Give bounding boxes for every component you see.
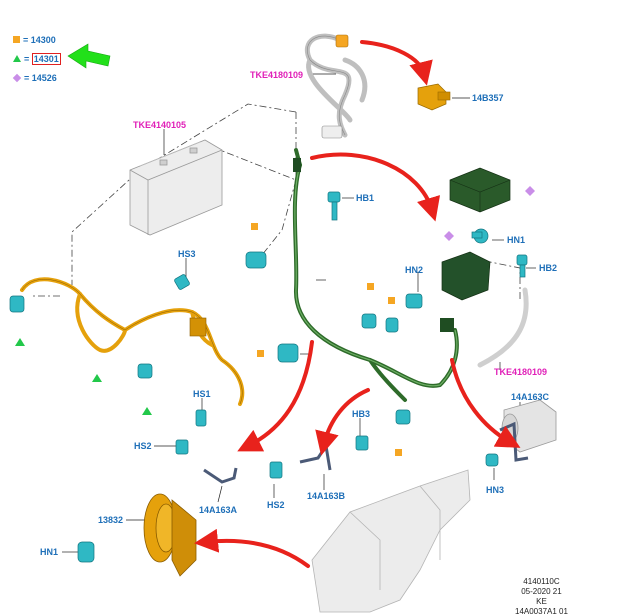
harness-tke4180109-right[interactable] — [477, 287, 529, 368]
bracket-14a163b[interactable] — [299, 442, 332, 471]
legend-row-14526[interactable]: = 14526 — [12, 68, 61, 87]
harness-tke4180109-top-outline — [307, 35, 350, 139]
mount-bracket[interactable] — [441, 251, 491, 301]
marker-14301-b[interactable] — [92, 374, 102, 382]
label-hn1-right[interactable]: HN1 — [507, 235, 526, 245]
fasteners[interactable] — [9, 191, 528, 563]
green-callout-arrow — [67, 43, 111, 69]
label-14a163a[interactable]: 14A163A — [199, 505, 238, 515]
bracket-14a163a[interactable] — [203, 467, 238, 484]
marker-14300-c[interactable] — [367, 283, 374, 290]
marker-14301-c[interactable] — [142, 407, 152, 415]
marker-14300-b[interactable] — [257, 350, 264, 357]
label-hs2-left[interactable]: HS2 — [134, 441, 152, 451]
doc-ref-line2: 05-2020 21 — [521, 587, 562, 596]
marker-14300-d[interactable] — [388, 297, 395, 304]
document-reference: 4140110C 05-2020 21 KE 14A0037A1 01 — [515, 577, 568, 615]
legend-row-14301[interactable]: = 14301 — [12, 49, 61, 68]
doc-ref-line1: 4140110C — [523, 577, 560, 586]
triangle-icon — [13, 55, 21, 62]
label-hs3[interactable]: HS3 — [178, 249, 196, 259]
legend-eq: = — [23, 34, 29, 45]
diamond-icon — [12, 73, 22, 82]
label-hs1[interactable]: HS1 — [193, 389, 211, 399]
orange-cable-outline — [21, 279, 243, 405]
legend-code-14300[interactable]: 14300 — [30, 34, 56, 45]
diamond-14526-module[interactable] — [525, 186, 535, 196]
doc-ref-line4: 14A0037A1 01 — [515, 607, 568, 615]
legend-row-14300[interactable]: = 14300 — [12, 30, 61, 49]
label-tke4180109-top[interactable]: TKE4180109 — [250, 70, 304, 80]
label-hs2-bottom[interactable]: HS2 — [267, 500, 285, 510]
label-hb3[interactable]: HB3 — [352, 409, 371, 419]
label-tke4140105[interactable]: TKE4140105 — [133, 120, 187, 130]
harness-connector-right[interactable] — [440, 318, 454, 332]
label-14b357[interactable]: 14B357 — [472, 93, 504, 103]
part-14b357[interactable] — [417, 83, 451, 111]
legend-code-14301[interactable]: 14301 — [31, 52, 61, 65]
alternator-13832[interactable] — [143, 493, 197, 577]
legend-eq: = — [24, 53, 30, 64]
connector-14300-top[interactable] — [335, 34, 349, 48]
doc-ref-line3: KE — [536, 597, 547, 606]
marker-14301-a[interactable] — [15, 338, 25, 346]
control-module[interactable] — [449, 167, 511, 213]
label-hn2[interactable]: HN2 — [405, 265, 424, 275]
harness-tke4180109-top[interactable] — [304, 33, 368, 138]
harness-clip-upper[interactable] — [293, 158, 301, 172]
body-frame[interactable] — [311, 469, 471, 613]
legend-eq: = — [24, 72, 30, 83]
label-hn1-left[interactable]: HN1 — [40, 547, 59, 557]
label-14a163c[interactable]: 14A163C — [511, 392, 550, 402]
label-hn3[interactable]: HN3 — [486, 485, 505, 495]
square-icon — [13, 36, 20, 43]
marker-14300-e[interactable] — [395, 449, 402, 456]
legend: = 14300 = 14301 = 14526 — [12, 30, 61, 87]
battery-tke4140105[interactable] — [129, 139, 223, 236]
label-13832[interactable]: 13832 — [98, 515, 124, 525]
diamond-14526-bracket[interactable] — [444, 231, 454, 241]
orange-cable[interactable] — [20, 277, 245, 406]
red-arrows — [194, 40, 521, 568]
orange-cable-lug[interactable] — [189, 317, 207, 337]
main-harness-highlight — [294, 164, 458, 387]
label-hb1[interactable]: HB1 — [356, 193, 375, 203]
label-14a163b[interactable]: 14A163B — [307, 491, 346, 501]
legend-code-14526[interactable]: 14526 — [31, 72, 57, 83]
marker-14300-a[interactable] — [251, 223, 258, 230]
label-hb2[interactable]: HB2 — [539, 263, 558, 273]
label-tke4180109-right[interactable]: TKE4180109 — [494, 367, 548, 377]
